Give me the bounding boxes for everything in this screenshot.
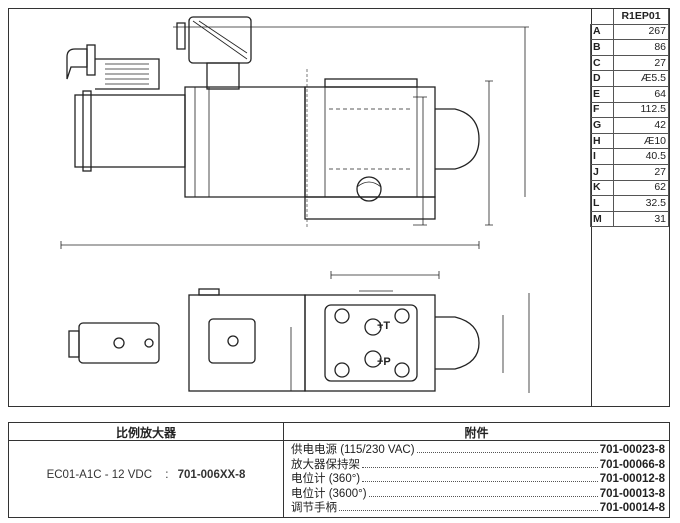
dimension-value: 62: [613, 179, 669, 197]
dimension-value: 42: [613, 117, 669, 134]
accessory-code: 701-00066-8: [599, 458, 665, 471]
accessory-name: 供电电源 (115/230 VAC): [291, 444, 415, 456]
accessory-code: 701-00012-8: [599, 473, 665, 486]
plan-view: [68, 271, 530, 393]
dimension-letter: B: [590, 39, 614, 56]
ordering-table-header: 比例放大器 附件: [9, 423, 669, 441]
amplifier-code: 701-006XX-8: [177, 469, 246, 481]
dimension-letter: D: [590, 70, 614, 87]
accessory-code: 701-00013-8: [599, 487, 665, 500]
dimension-letter: G: [590, 117, 614, 134]
leader-dots: [362, 466, 598, 468]
accessory-row: 供电电源 (115/230 VAC) 701-00023-8: [291, 441, 665, 456]
port-t-label: +T: [377, 320, 390, 332]
amplifier-model: EC01-A1C - 12 VDC: [46, 469, 153, 481]
column-divider: [283, 423, 284, 517]
accessory-row: 放大器保持架 701-00066-8: [291, 456, 665, 471]
dimension-letter: M: [590, 210, 614, 228]
dimension-letter: H: [590, 132, 614, 150]
leader-dots: [416, 452, 598, 453]
dimension-letter: I: [590, 148, 614, 165]
side-view: [60, 16, 529, 249]
port-p-label: +P: [377, 356, 391, 368]
dimension-letter: E: [590, 85, 614, 103]
accessory-code: 701-00023-8: [599, 444, 665, 456]
accessory-name: 电位计 (360°): [291, 473, 361, 486]
amplifier-separator: :: [165, 469, 169, 481]
leader-dots: [368, 495, 598, 497]
dimension-letter: F: [590, 101, 614, 119]
ordering-table: 比例放大器 附件 EC01-A1C - 12 VDC : 701-006XX-8…: [8, 422, 670, 518]
accessory-row: 电位计 (3600°) 701-00013-8: [291, 485, 665, 500]
accessory-row: 调节手柄 701-00014-8: [291, 499, 665, 514]
dimension-letter: C: [590, 54, 614, 72]
accessory-name: 调节手柄: [291, 502, 337, 515]
amplifier-header: 比例放大器: [115, 426, 176, 440]
dimension-value: Æ10: [613, 132, 669, 150]
dimension-letter: L: [590, 195, 614, 212]
dimension-letter: J: [590, 163, 614, 181]
dimension-value: Æ5.5: [613, 70, 669, 87]
dimension-table-header: R1EP01: [613, 9, 669, 25]
leader-dots: [339, 510, 598, 512]
dimension-value: 27: [613, 163, 669, 181]
accessories-header: 附件: [464, 426, 489, 440]
accessories-list: 供电电源 (115/230 VAC) 701-00023-8 放大器保持架 701-0…: [291, 441, 665, 514]
dimension-table-corner: [590, 9, 614, 25]
dimension-value: 64: [613, 85, 669, 103]
dimension-letter: A: [590, 23, 614, 41]
amplifier-entry: EC01-A1C - 12 VDC : 701-006XX-8: [9, 469, 283, 481]
leader-dots: [362, 481, 598, 483]
dimension-value: 32.5: [613, 195, 669, 212]
drawing-frame: +T +P: [8, 8, 670, 407]
dimension-letter: K: [590, 179, 614, 197]
accessory-name: 放大器保持架: [291, 458, 360, 471]
accessory-code: 701-00014-8: [599, 502, 665, 515]
dimension-value: 267: [613, 23, 669, 41]
accessory-row: 电位计 (360°) 701-00012-8: [291, 470, 665, 485]
dimension-value: 40.5: [613, 148, 669, 165]
accessory-name: 电位计 (3600°): [291, 487, 367, 500]
technical-drawing: +T +P: [60, 9, 592, 406]
dimension-value: 31: [613, 210, 669, 228]
dimension-value: 112.5: [613, 101, 669, 119]
dimension-value: 86: [613, 39, 669, 56]
dimension-value: 27: [613, 54, 669, 72]
